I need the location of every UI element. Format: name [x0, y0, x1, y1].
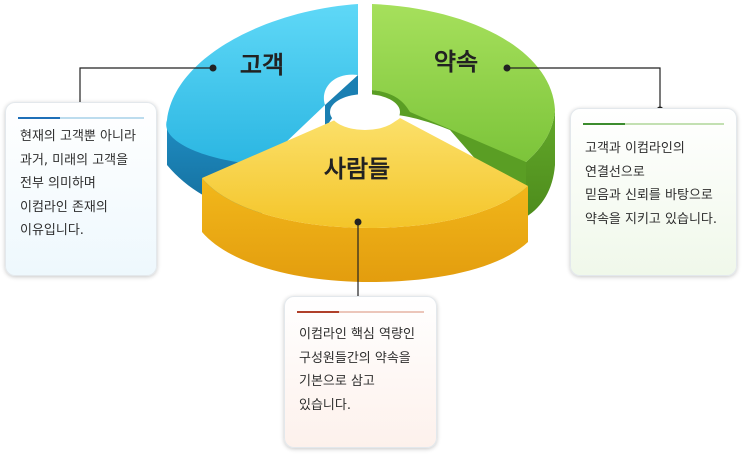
- segment-customer-side-inner: [324, 75, 358, 145]
- leader-line-customer: [79, 67, 213, 108]
- leader-lines: [79, 67, 661, 302]
- card-people-line-4: 있습니다.: [299, 397, 351, 413]
- card-customer: 현재의 고객뿐 아니라 과거, 미래의 고객을 전부 의미하며 이컴라인 존재의…: [5, 102, 157, 276]
- segment-customer-label: 고객: [240, 51, 284, 79]
- leader-line-promise: [507, 67, 661, 110]
- card-promise: 고객과 이컴라인의 연결선으로 믿음과 신뢰를 바탕으로 약속을 지키고 있습니…: [570, 108, 737, 276]
- segment-promise-label: 약속: [434, 48, 478, 76]
- card-promise-line-4: 약속을 지키고 있습니다.: [585, 211, 717, 227]
- card-people-line-1: 이컴라인 핵심 역량인: [299, 327, 415, 342]
- card-people: 이컴라인 핵심 역량인 구성원들간의 약속을 기본으로 삼고 있습니다.: [284, 296, 437, 448]
- card-customer-line-5: 이유입니다.: [20, 223, 84, 238]
- segment-people: [202, 118, 528, 282]
- card-customer-line-2: 과거, 미래의 고객을: [20, 152, 129, 168]
- card-customer-line-4: 이컴라인 존재의: [20, 199, 108, 215]
- leader-dot-customer-start: [209, 64, 217, 72]
- card-promise-accent-bar: [583, 123, 724, 125]
- card-promise-line-2: 연결선으로: [585, 164, 645, 180]
- segment-promise-top: [372, 4, 555, 162]
- segment-people-label: 사람들: [324, 155, 390, 183]
- card-customer-line-3: 전부 의미하며: [20, 176, 96, 191]
- card-customer-accent-bar: [18, 117, 144, 119]
- segment-customer-top: [166, 4, 358, 165]
- leader-dot-people-start: [354, 218, 362, 226]
- pie-center-hole: [330, 94, 400, 130]
- card-promise-line-1: 고객과 이컴라인의: [585, 141, 685, 156]
- leader-dot-promise-start: [503, 64, 511, 72]
- card-people-line-3: 기본으로 삼고: [299, 374, 375, 389]
- card-customer-line-1: 현재의 고객뿐 아니라: [20, 129, 136, 144]
- card-promise-line-3: 믿음과 신뢰를 바탕으로: [585, 188, 713, 203]
- segment-promise-side: [526, 110, 555, 217]
- card-people-line-2: 구성원들간의 약속을: [299, 350, 411, 366]
- card-people-accent-bar: [297, 311, 424, 313]
- segment-people-side: [202, 178, 528, 282]
- segment-people-top: [202, 118, 528, 228]
